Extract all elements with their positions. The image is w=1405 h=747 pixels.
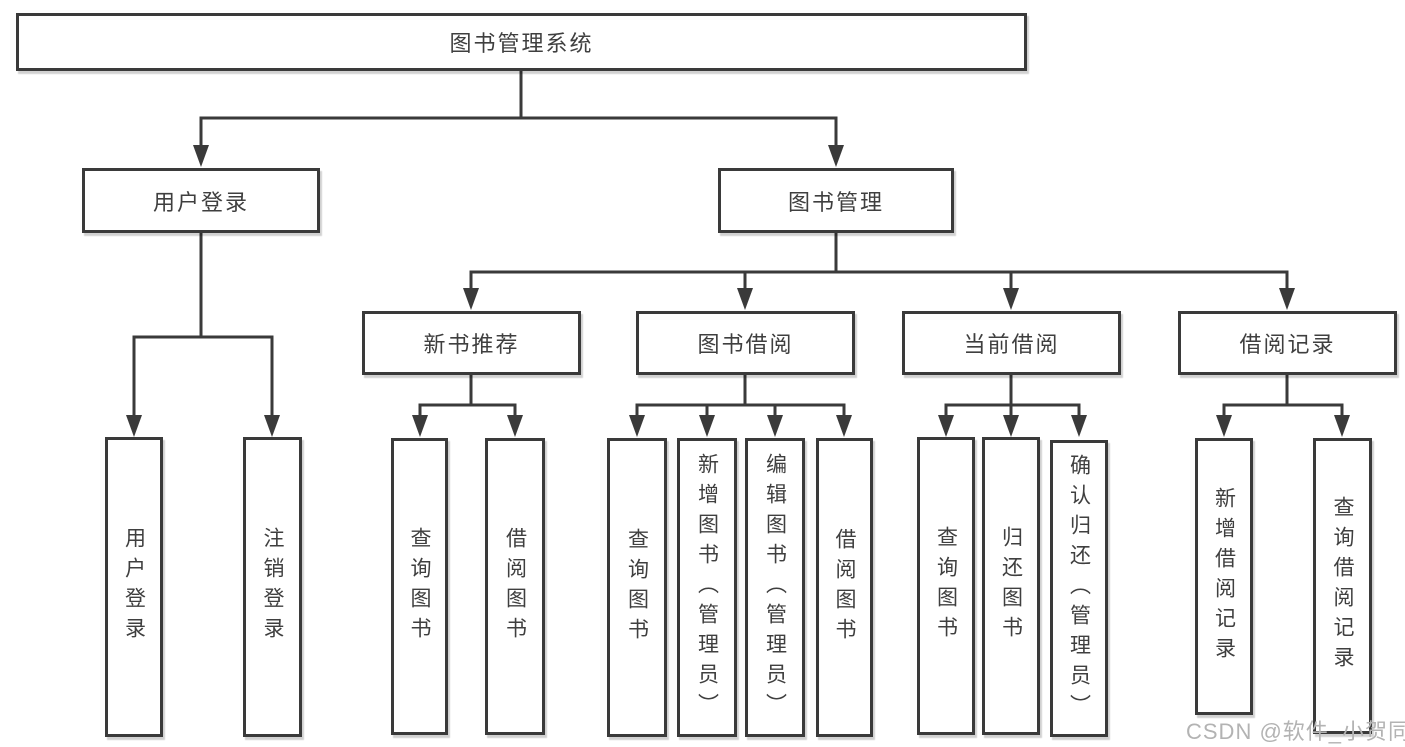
leaf-borrow-books: 借阅图书 <box>816 438 873 737</box>
node-label: 借阅图书 <box>833 527 856 648</box>
leaf-query-books-recommend: 查询图书 <box>391 438 448 735</box>
node-label: 编辑图书（管理员） <box>763 452 787 723</box>
node-label: 借阅记录 <box>1239 332 1336 357</box>
node-label: 当前借阅 <box>963 332 1060 357</box>
leaf-user-login: 用户登录 <box>105 437 163 737</box>
node-book-borrow: 图书借阅 <box>636 311 855 375</box>
node-label: 确认归还（管理员） <box>1067 453 1091 724</box>
node-label: 图书管理 <box>787 189 884 215</box>
leaf-borrow-books-recommend: 借阅图书 <box>485 438 545 735</box>
node-label: 图书管理系统 <box>449 31 594 56</box>
node-label: 新增借阅记录 <box>1212 486 1236 667</box>
node-label: 查询借阅记录 <box>1331 496 1354 676</box>
node-label: 新增图书（管理员） <box>695 452 719 723</box>
node-book-management: 图书管理 <box>718 168 954 233</box>
node-label: 归还图书 <box>999 526 1023 646</box>
node-label: 用户登录 <box>152 189 249 215</box>
node-label: 图书借阅 <box>697 332 794 357</box>
node-user-login: 用户登录 <box>82 168 320 233</box>
leaf-logout: 注销登录 <box>243 437 302 737</box>
leaf-query-books-current: 查询图书 <box>917 437 975 735</box>
leaf-return-book: 归还图书 <box>982 437 1040 735</box>
node-label: 查询图书 <box>625 527 649 648</box>
node-root-library-system: 图书管理系统 <box>16 13 1027 71</box>
node-current-borrow: 当前借阅 <box>902 311 1121 375</box>
leaf-query-books-borrow: 查询图书 <box>607 438 667 737</box>
leaf-edit-book-admin: 编辑图书（管理员） <box>745 438 805 737</box>
node-label: 查询图书 <box>934 526 958 646</box>
leaf-query-borrow-record: 查询借阅记录 <box>1313 438 1372 734</box>
leaf-add-book-admin: 新增图书（管理员） <box>677 438 737 737</box>
csdn-watermark: CSDN @软件_小贺同学 <box>1186 719 1405 744</box>
node-label: 借阅图书 <box>503 526 527 647</box>
leaf-add-borrow-record: 新增借阅记录 <box>1195 438 1253 715</box>
node-label: 注销登录 <box>261 527 284 647</box>
node-label: 查询图书 <box>408 526 431 647</box>
node-label: 新书推荐 <box>423 332 520 357</box>
node-new-book-recommend: 新书推荐 <box>362 311 581 375</box>
node-borrow-records: 借阅记录 <box>1178 311 1397 375</box>
leaf-confirm-return-admin: 确认归还（管理员） <box>1050 440 1108 737</box>
node-label: 用户登录 <box>122 527 146 647</box>
